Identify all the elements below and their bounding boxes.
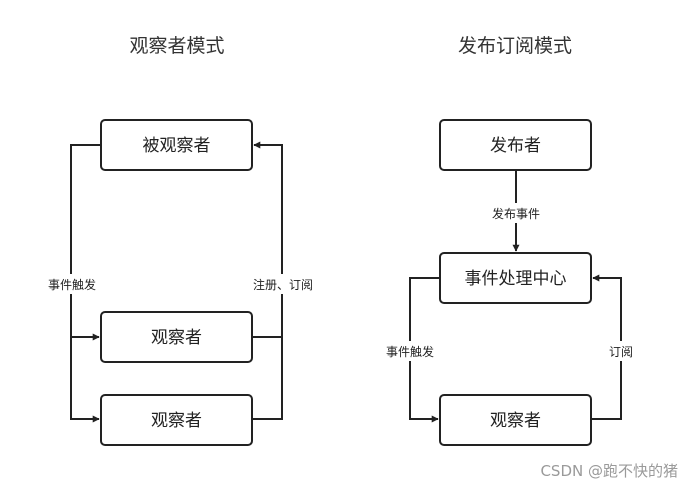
subscribe-label: 订阅	[609, 345, 633, 359]
pubsub-trigger-label-bg	[382, 341, 438, 361]
trigger-label-bg	[44, 274, 100, 294]
register-label-bg	[248, 274, 318, 294]
trigger-edge-to-observer-2	[70, 337, 100, 423]
observer-node-2-label: 观察者	[151, 411, 202, 431]
publish-label: 发布事件	[492, 206, 540, 221]
publisher-node-box	[439, 119, 592, 171]
publisher-node-label: 发布者	[490, 136, 541, 156]
observer-node-1-label: 观察者	[151, 328, 202, 348]
event-center-node-label: 事件处理中心	[465, 269, 567, 289]
register-edge-from-observer-2	[252, 337, 283, 420]
register-label: 注册、订阅	[253, 277, 313, 292]
watermark: CSDN @跑不快的猪	[540, 462, 678, 480]
pubsub-pattern-title: 发布订阅模式	[458, 35, 572, 57]
pubsub-trigger-label: 事件触发	[386, 344, 434, 359]
publisher-node: 发布者	[439, 119, 592, 171]
event-center-node: 事件处理中心	[439, 252, 592, 304]
observer-node-1: 观察者	[100, 311, 253, 363]
pubsub-observer-node: 观察者	[439, 394, 592, 446]
observer-node-1-box	[100, 311, 253, 363]
subject-node-label: 被观察者	[143, 136, 211, 156]
subject-node: 被观察者	[100, 119, 253, 171]
observer-pattern-title: 观察者模式	[129, 35, 224, 57]
publish-label-bg	[488, 203, 544, 223]
subject-node-box	[100, 119, 253, 171]
pubsub-observer-node-label: 观察者	[490, 411, 541, 431]
observer-node-2: 观察者	[100, 394, 253, 446]
trigger-edge-to-observer-1	[70, 144, 101, 341]
event-center-node-box	[439, 252, 592, 304]
subscribe-label-bg	[605, 341, 637, 361]
register-edge-from-observer-1	[252, 141, 283, 338]
observer-node-2-box	[100, 394, 253, 446]
trigger-label: 事件触发	[48, 277, 96, 292]
pubsub-observer-node-box	[439, 394, 592, 446]
